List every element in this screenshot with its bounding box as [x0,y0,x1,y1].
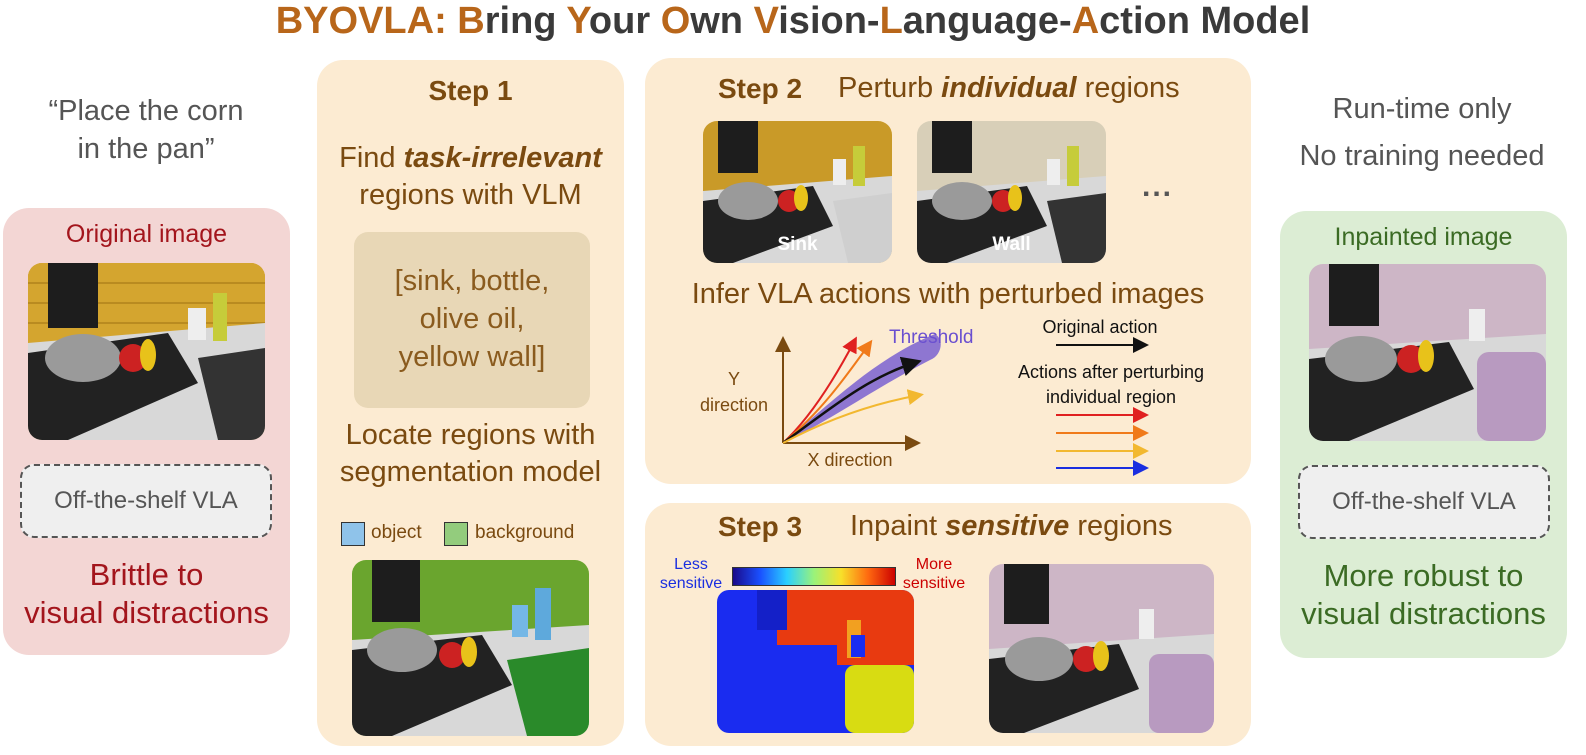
after-legend-line-2: individual region [1046,387,1176,407]
original-panel: Original image Off-the-shelf VLA Brittle… [3,208,290,655]
more-images-ellipsis: ... [1142,170,1174,203]
title-part: A [1071,0,1100,42]
robust-line-1: More robust to [1323,558,1524,593]
step1-locate-line1: Locate regions with [345,419,596,451]
step1-locate-line2: segmentation model [339,456,602,488]
title-part: wn [690,0,754,42]
robust-line-2: visual distractions [1301,596,1546,631]
runtime-line-1: Run-time only [1332,93,1512,125]
title-part: ction Model [1099,0,1311,42]
object-legend-swatch [341,522,365,546]
title-part: B [457,0,485,42]
segmentation-image [352,560,589,736]
vla-box-right: Off-the-shelf VLA [1298,465,1550,539]
yellow-action [782,389,924,444]
sink-label: Sink [777,234,818,255]
infer-actions-text: Infer VLA actions with perturbed images [691,278,1205,310]
step3-label: Step 3 [718,511,803,542]
step3-desc-em: sensitive [945,510,1070,542]
step2-desc-pre: Perturb [838,72,942,104]
orange-action [782,339,873,444]
inpainted-result-image [989,564,1214,733]
instruction-quote: “Place the corn in the pan” [0,92,292,168]
after-legend-line-1: Actions after perturbing [1018,362,1204,382]
step2-desc: Perturb individual regions [838,72,1180,105]
sensitivity-colorbar [732,567,896,586]
vlm-list-line-2: olive oil, [419,303,525,335]
more-line-2: sensitive [902,575,966,592]
page-title: BYOVLA: Bring Your Own Vision-Language-A… [0,0,1586,42]
red-action [782,336,857,444]
title-part: ision- [778,0,880,42]
step3-desc-post: regions [1069,510,1173,542]
title-part: O [660,0,691,42]
sensitivity-heatmap [717,590,914,733]
vlm-list-line-1: [sink, bottle, [394,265,550,297]
threshold-label: Threshold [889,327,974,348]
inpainted-image [1309,264,1546,441]
x-axis-label: X direction [807,450,892,470]
step1-find-pre: Find [339,142,404,174]
inpainted-image-title: Inpainted image [1334,223,1513,251]
title-part: anguage- [902,0,1072,42]
step3-desc: Inpaint sensitive regions [850,510,1172,543]
step2-panel: Step 2 Perturb individual regions Sink [645,58,1251,484]
robust-text: More robust to visual distractions [1280,557,1567,633]
step1-find-em: task-irrelevant [403,142,602,174]
inpainted-panel: Inpainted image Off-the-shelf VLA More r… [1280,211,1567,658]
brittle-line-2: visual distractions [24,595,269,630]
original-action-curve [782,356,922,445]
vla-box-left: Off-the-shelf VLA [20,464,272,538]
vlm-region-list: [sink, bottle, olive oil, yellow wall] [354,262,590,376]
object-legend-label: object [371,522,422,543]
step1-find-text: Find task-irrelevant regions with VLM [317,140,624,214]
title-part: Y [566,0,589,42]
more-sensitive-label: More sensitive [898,555,970,593]
step1-panel: Step 1 Find task-irrelevant regions with… [317,60,624,746]
step2-desc-post: regions [1076,72,1180,104]
vlm-list-line-3: yellow wall] [398,341,546,373]
vlm-output-image: [sink, bottle, olive oil, yellow wall] [354,232,590,408]
title-part: our [588,0,661,42]
less-line-2: sensitive [659,575,723,592]
brittle-line-1: Brittle to [89,557,204,592]
perturbed-wall-image: Wall [917,121,1106,263]
perturbed-sink-image: Sink [703,121,892,263]
quote-line-1: “Place the corn [48,95,244,127]
y-axis-label-2: direction [700,395,768,415]
step1-locate-text: Locate regions with segmentation model [317,417,624,491]
background-legend-swatch [444,522,468,546]
wall-label: Wall [992,234,1031,255]
original-action-legend: Original action [1042,318,1157,337]
runtime-note: Run-time only No training needed [1282,86,1562,180]
brittle-text: Brittle to visual distractions [3,556,290,632]
action-plot: Threshold Y direction X direction Origin… [700,318,1204,476]
original-image [28,263,265,440]
more-line-1: More [915,556,953,573]
less-sensitive-label: Less sensitive [655,555,727,593]
step1-find-line2: regions with VLM [359,179,582,211]
step3-desc-pre: Inpaint [850,510,946,542]
background-legend-label: background [475,522,575,543]
title-part: ring [484,0,567,42]
title-part: V [753,0,779,42]
step1-label: Step 1 [428,75,513,106]
step2-label: Step 2 [718,73,803,104]
step3-panel: Step 3 Inpaint sensitive regions Less se… [645,503,1251,746]
y-axis-label-1: Y [728,369,740,389]
quote-line-2: in the pan” [77,133,215,165]
runtime-line-2: No training needed [1299,140,1545,172]
step2-desc-em: individual [941,72,1077,104]
original-image-title: Original image [65,220,228,248]
title-part: BYOVLA: [275,0,458,42]
less-line-1: Less [674,556,708,573]
title-part: L [879,0,903,42]
